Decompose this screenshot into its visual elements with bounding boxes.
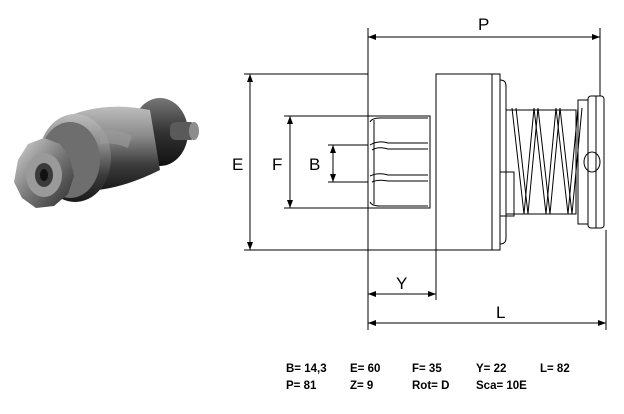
- product-photo: [14, 98, 199, 208]
- dimension-label-y: Y: [396, 274, 407, 293]
- dimension-label-e: E: [232, 155, 243, 174]
- spec-rot: Rot= D: [412, 380, 450, 392]
- spec-p: P= 81: [286, 380, 317, 392]
- spec-sca: Sca= 10E: [476, 380, 527, 392]
- dimension-label-b: B: [309, 155, 320, 174]
- dimension-label-p: P: [478, 15, 489, 34]
- spec-e: E= 60: [350, 363, 381, 375]
- dimension-label-f: F: [272, 155, 282, 174]
- dimension-label-l: L: [496, 303, 505, 322]
- spec-l: L= 82: [540, 363, 570, 375]
- spec-b: B= 14,3: [286, 363, 327, 375]
- spec-y: Y= 22: [476, 363, 507, 375]
- spec-f: F= 35: [412, 363, 442, 375]
- spec-z: Z= 9: [350, 380, 374, 392]
